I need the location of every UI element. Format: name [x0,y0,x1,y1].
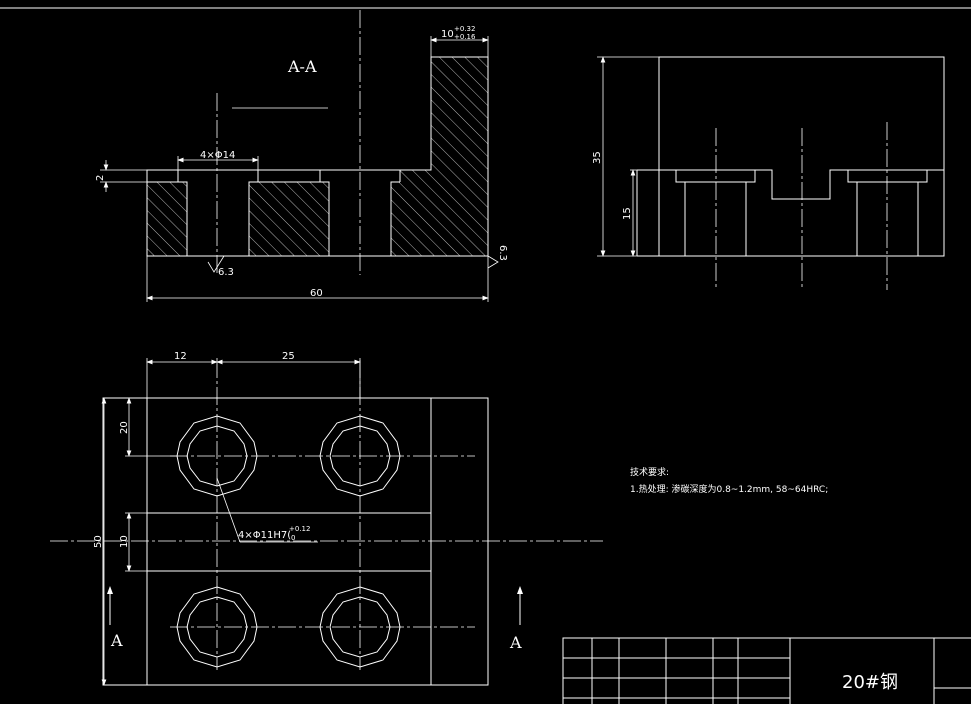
dim-counterbore: 4×Φ14 [200,150,235,161]
roughness-side: 6.3 [497,245,508,261]
dim-top-tol-upper: +0.32 [454,25,475,33]
hole-top-left [176,415,258,497]
hole-bottom-left [176,586,258,668]
dim-plan-12: 12 [174,351,187,362]
notes-line-1: 1.热处理: 渗碳深度为0.8~1.2mm, 58~64HRC; [630,483,828,495]
section-marker-right: A [509,633,522,652]
hatch-region-middle [249,182,329,256]
hole-tol-lower: 0 [291,534,295,542]
dim-height-total: 35 [592,151,603,164]
roughness-bottom: 6.3 [218,267,234,278]
dim-total-length: 60 [310,288,323,299]
hatch-region-left [147,182,187,256]
section-view-a-a: A-A 10 +0.32 +0.16 4×Φ14 2 60 6.3 6.3 [95,10,508,302]
dim-top-width: 10 [441,29,454,40]
hole-top-right [319,415,401,497]
dim-plan-10: 10 [119,535,130,548]
dim-height-low: 15 [622,207,633,220]
hole-tol-upper: +0.12 [289,525,310,533]
material-label: 20#钢 [842,672,898,693]
dim-plan-50: 50 [93,535,104,548]
section-marker-left: A [110,631,123,650]
plan-view: 12 25 20 10 50 4×Φ11H7( +0.12 0 A A [50,351,603,686]
dim-step: 2 [95,175,106,181]
hole-spec: 4×Φ11H7( [238,530,291,541]
side-view: 35 15 [592,56,945,290]
section-label: A-A [287,57,317,76]
dim-top-tol-lower: +0.16 [454,33,476,41]
hatch-region-right [391,57,488,256]
dim-plan-20: 20 [119,421,130,434]
technical-notes: 技术要求: 1.热处理: 渗碳深度为0.8~1.2mm, 58~64HRC; [630,466,828,495]
notes-title: 技术要求: [630,466,669,478]
title-block: 20#钢 [562,637,971,704]
dim-plan-25: 25 [282,351,295,362]
hole-bottom-right [319,586,401,668]
